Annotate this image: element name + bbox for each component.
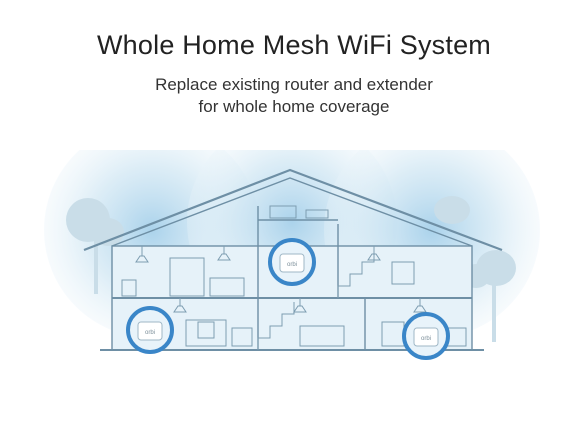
router-label-left: orbi [145, 330, 155, 336]
router-label-center: orbi [287, 262, 297, 268]
subtitle-line-2: for whole home coverage [198, 97, 390, 116]
router-device-center: orbi [268, 238, 316, 286]
subtitle-line-1: Replace existing router and extender [155, 75, 433, 94]
tree-left-icon [66, 198, 124, 294]
router-device-right: orbi [402, 312, 450, 360]
router-label-right: orbi [421, 336, 431, 342]
router-device-left: orbi [126, 306, 174, 354]
tree-right-icon [434, 196, 516, 342]
page-title: Whole Home Mesh WiFi System [97, 30, 491, 60]
furniture-decor [121, 205, 467, 350]
mesh-house-illustration: orbi orbi orbi [44, 150, 540, 360]
subtitle: Replace existing router and extender for… [0, 74, 588, 118]
